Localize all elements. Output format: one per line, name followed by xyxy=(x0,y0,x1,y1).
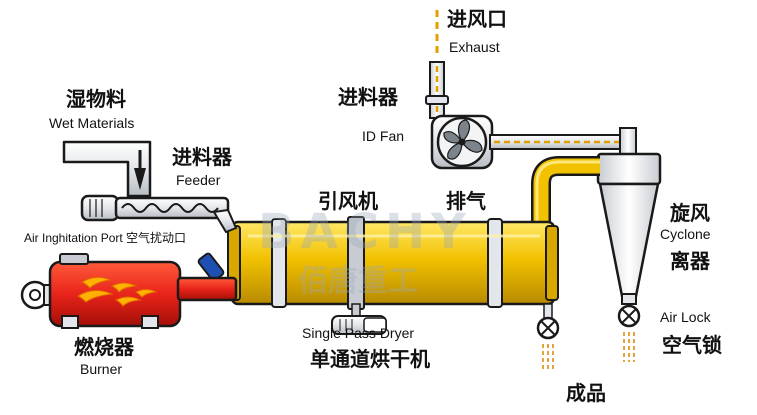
label-air-port: Air Inghitation Port 空气扰动口 xyxy=(24,231,187,245)
label-air-lock-cn: 空气锁 xyxy=(662,333,722,357)
exhaust-pipe xyxy=(425,61,449,119)
label-burner-en: Burner xyxy=(80,361,123,377)
dryer-to-cyclone-pipe xyxy=(531,156,600,222)
flame-icon xyxy=(76,276,158,307)
label-cyclone-en: Cyclone xyxy=(660,226,711,242)
label-exhaust-cn: 进风口 xyxy=(447,7,507,31)
label-cyclone-cn: 旋风 xyxy=(670,201,710,225)
id-fan xyxy=(430,114,494,170)
screw-feeder xyxy=(80,194,238,234)
wet-materials-hopper xyxy=(62,140,152,198)
label-product-cn: 成品 xyxy=(566,381,606,405)
label-wet-materials-en: Wet Materials xyxy=(49,115,135,131)
watermark-cn: 佰唐重工 xyxy=(298,264,418,299)
fan-to-cyclone-duct xyxy=(489,134,631,150)
label-exhaust2-cn: 排气 xyxy=(446,189,486,213)
fan-blades-icon xyxy=(443,119,483,160)
product-stream-cyclone xyxy=(623,332,635,362)
label-feeder-en: Feeder xyxy=(176,172,221,188)
label-dryer-cn: 单通道烘干机 xyxy=(310,347,430,371)
dryer-drive-motor xyxy=(331,303,387,335)
watermark-brand: BACHY xyxy=(258,204,472,260)
product-stream-dryer xyxy=(542,344,554,372)
burner xyxy=(20,253,238,329)
cyclone-separator xyxy=(596,127,662,305)
label-dryer-en: Single Pass Dryer xyxy=(302,325,415,341)
label-wet-materials-cn: 湿物料 xyxy=(66,87,126,111)
label-feeder-cn: 进料器 xyxy=(172,145,232,169)
label-air-lock-en: Air Lock xyxy=(660,309,711,325)
label-burner-cn: 燃烧器 xyxy=(74,335,134,359)
dryer-discharge-valve xyxy=(536,303,560,340)
air-lock-valve xyxy=(617,304,641,328)
label-induced-fan-cn: 引风机 xyxy=(318,189,378,213)
label-feeder-top-cn: 进料器 xyxy=(338,85,398,109)
label-id-fan: ID Fan xyxy=(362,128,405,144)
label-exhaust-en: Exhaust xyxy=(449,39,500,55)
label-cyclone-cn2: 离器 xyxy=(670,249,710,273)
